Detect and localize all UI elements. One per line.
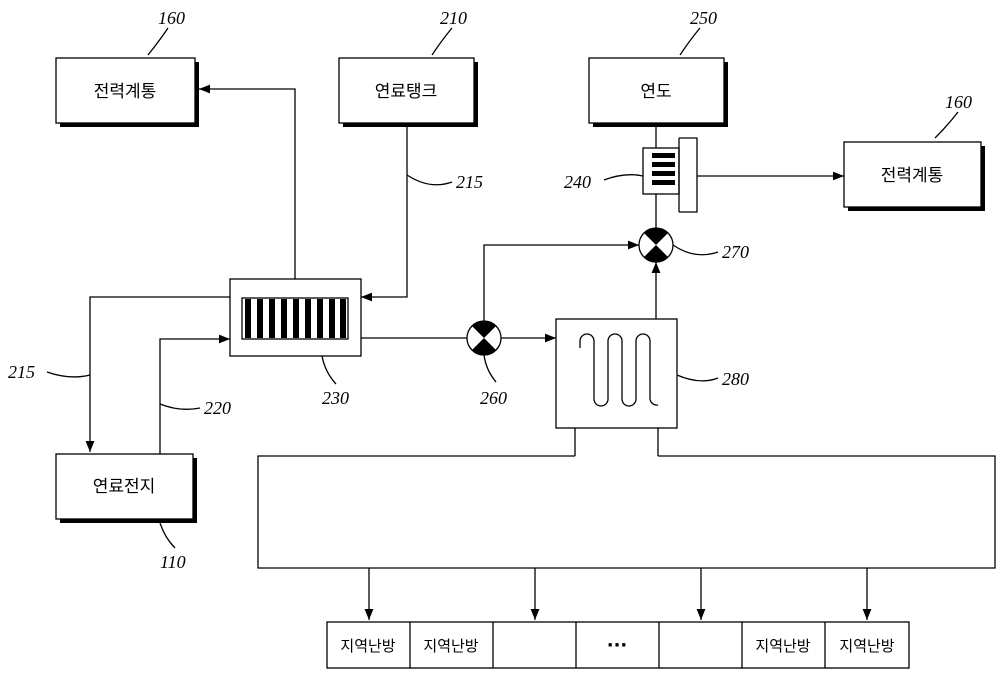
- ref-215-top: 215: [456, 172, 483, 192]
- flue-box: 연도: [589, 58, 728, 127]
- fuel-tank-box: 연료탱크: [339, 58, 478, 127]
- district-cell-6: 지역난방: [755, 637, 810, 655]
- ref-270: 270: [722, 242, 749, 262]
- power-grid-label-right: 전력계통: [881, 166, 944, 186]
- valve-260: [467, 321, 501, 355]
- ref-260: 260: [480, 388, 507, 408]
- ref-210: 210: [440, 8, 467, 28]
- power-grid-label-left: 전력계통: [94, 82, 157, 102]
- ref-230: 230: [322, 388, 349, 408]
- fuel-tank-label: 연료탱크: [375, 82, 438, 102]
- ref-160-left: 160: [158, 8, 185, 28]
- district-cell-ellipsis: ···: [607, 635, 628, 656]
- flue-label: 연도: [640, 82, 671, 102]
- district-cell-7: 지역난방: [839, 637, 894, 655]
- ref-280: 280: [722, 369, 749, 389]
- heat-storage-280: [556, 319, 677, 428]
- power-grid-box-right: 전력계통: [844, 142, 985, 211]
- district-heating-row: 지역난방 지역난방 ··· 지역난방 지역난방: [327, 622, 909, 668]
- ref-110: 110: [160, 552, 186, 572]
- district-cell-1: 지역난방: [340, 637, 395, 655]
- ref-240: 240: [564, 172, 591, 192]
- ref-250: 250: [690, 8, 717, 28]
- ref-220: 220: [204, 398, 231, 418]
- ref-215-left: 215: [8, 362, 35, 382]
- heat-exchanger-240: [643, 138, 697, 212]
- ref-160-right: 160: [945, 92, 972, 112]
- power-grid-box-left: 전력계통: [56, 58, 199, 127]
- fuel-cell-label: 연료전지: [93, 477, 156, 497]
- distribution-frame: [258, 456, 995, 620]
- valve-270: [639, 228, 673, 262]
- district-cell-2: 지역난방: [423, 637, 478, 655]
- fuel-cell-box: 연료전지: [56, 454, 197, 523]
- heat-exchanger-230: [230, 279, 361, 356]
